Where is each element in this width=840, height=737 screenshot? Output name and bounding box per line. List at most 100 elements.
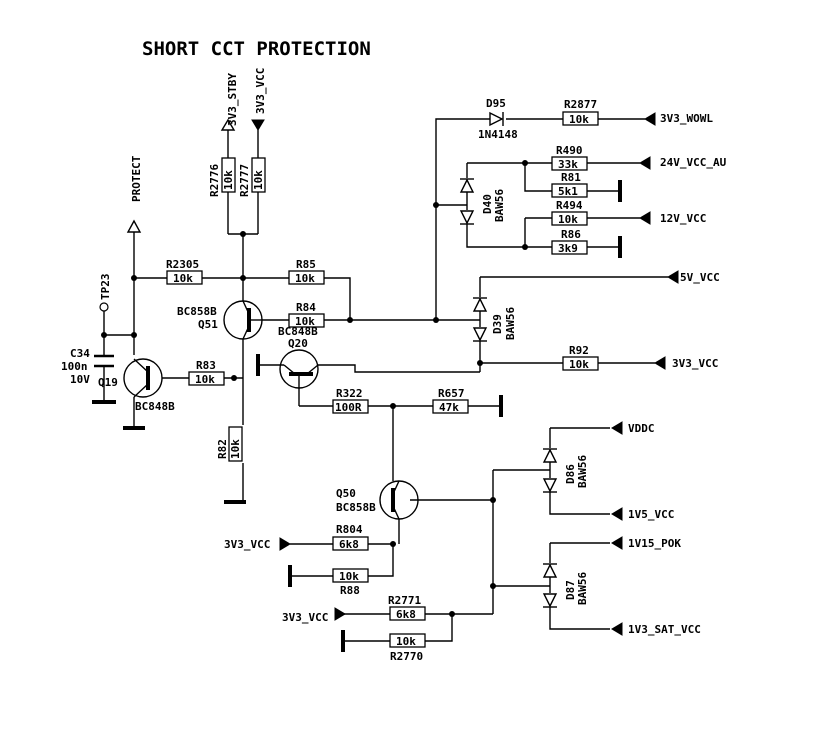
input-3v3-wowl: 3V3_WOWL [644,112,713,126]
input-vddc: VDDC [611,421,655,435]
svg-text:1V5_VCC: 1V5_VCC [628,508,674,521]
svg-text:R494: R494 [556,199,583,212]
resistor-r322: 100R R322 [332,387,369,414]
svg-text:3V3_VCC: 3V3_VCC [672,357,718,370]
resistor-r2771: 6k8 R2771 [388,594,426,621]
svg-text:PROTECT: PROTECT [130,155,143,202]
svg-text:3V3_STBY: 3V3_STBY [226,73,239,126]
svg-text:R2770: R2770 [390,650,423,663]
transistor-q50: Q50 BC858B [336,480,493,544]
svg-text:R88: R88 [340,584,360,597]
svg-text:R82: R82 [216,439,229,459]
transistor-q51: BC858B Q51 [177,300,263,340]
capacitor-c34: C34 100n 10V [61,347,114,386]
svg-text:R86: R86 [561,228,581,241]
svg-text:D86: D86 [564,464,577,484]
resistor-r84: 10k R84 [288,301,325,328]
svg-text:R2771: R2771 [388,594,421,607]
resistor-r81: 5k1 R81 [551,171,588,198]
svg-text:C34: C34 [70,347,90,360]
svg-text:5k1: 5k1 [558,185,578,198]
svg-text:TP23: TP23 [99,274,112,301]
svg-text:Q51: Q51 [198,318,218,331]
svg-text:33k: 33k [558,158,578,171]
svg-text:6k8: 6k8 [396,608,416,621]
resistor-r85: 10k R85 [288,258,325,285]
svg-text:R2305: R2305 [166,258,199,271]
svg-text:D40: D40 [481,194,494,214]
diode-d87: D87 BAW56 [542,542,610,630]
svg-text:3V3_VCC: 3V3_VCC [282,611,328,624]
svg-text:1N4148: 1N4148 [478,128,518,141]
svg-text:D39: D39 [491,314,504,334]
svg-text:Q50: Q50 [336,487,356,500]
resistor-r494: 10k R494 [551,199,588,226]
input-1v3-sat-vcc: 1V3_SAT_VCC [611,622,701,636]
svg-text:D87: D87 [564,580,577,600]
resistor-r804: 6k8 R804 [332,523,369,551]
svg-text:10k: 10k [229,439,242,459]
svg-text:R657: R657 [438,387,465,400]
resistor-r92: 10k R92 [562,344,599,371]
svg-text:BAW56: BAW56 [576,572,589,605]
svg-text:1V15_POK: 1V15_POK [628,537,681,550]
svg-text:3V3_VCC: 3V3_VCC [224,538,270,551]
resistor-r657: 47k R657 [432,387,469,414]
input-3v3-vcc-r92: 3V3_VCC [654,356,718,370]
svg-text:100R: 100R [335,401,362,414]
resistor-r2776: 10k R2776 [208,157,236,197]
svg-text:VDDC: VDDC [628,422,655,435]
svg-text:10k: 10k [222,170,235,190]
svg-text:10k: 10k [339,570,359,583]
svg-text:10k: 10k [558,213,578,226]
supply-3v3-stby: 3V3_STBY [220,73,239,131]
svg-text:1V3_SAT_VCC: 1V3_SAT_VCC [628,623,701,636]
svg-text:6k8: 6k8 [339,538,359,551]
resistor-r86: 3k9 R86 [551,228,588,255]
svg-text:10k: 10k [173,272,193,285]
input-3v3-vcc-r804: 3V3_VCC [224,537,291,551]
input-1v5-vcc: 1V5_VCC [611,507,674,521]
svg-text:R85: R85 [296,258,316,271]
svg-text:24V_VCC_AU: 24V_VCC_AU [660,156,727,169]
svg-text:10V: 10V [70,373,90,386]
svg-text:BAW56: BAW56 [504,307,517,340]
svg-text:R322: R322 [336,387,363,400]
resistor-r88: 10k R88 [332,568,369,597]
resistor-r2877: 10k R2877 [562,98,599,126]
svg-text:R2877: R2877 [564,98,597,111]
svg-text:47k: 47k [439,401,459,414]
svg-text:10k: 10k [569,113,589,126]
resistor-r2770: 10k R2770 [389,633,426,663]
svg-text:BC858B: BC858B [336,501,376,514]
svg-text:R2777: R2777 [238,164,251,197]
svg-text:R804: R804 [336,523,363,536]
svg-text:R2776: R2776 [208,164,221,197]
svg-text:10k: 10k [396,635,416,648]
diode-d39: D39 BAW56 [472,276,668,372]
svg-text:D95: D95 [486,97,506,110]
svg-text:10k: 10k [252,170,265,190]
svg-text:Q19: Q19 [98,376,118,389]
resistor-r83: 10k R83 [188,359,225,386]
resistor-r2777: 10k R2777 [238,157,266,197]
svg-text:BC848B: BC848B [135,400,175,413]
svg-text:3V3_VCC: 3V3_VCC [254,68,267,114]
input-1v15-pok: 1V15_POK [611,536,681,550]
svg-text:R490: R490 [556,144,583,157]
resistor-r82: 10k R82 [216,426,243,462]
svg-text:100n: 100n [61,360,88,373]
svg-text:3k9: 3k9 [558,242,578,255]
svg-text:10k: 10k [195,373,215,386]
resistor-r490: 33k R490 [551,144,588,171]
input-12v-vcc: 12V_VCC [639,211,706,225]
svg-text:BAW56: BAW56 [493,189,506,222]
supply-3v3-vcc-top: 3V3_VCC [251,68,267,131]
svg-text:BC848B: BC848B [278,325,318,338]
diode-d86: D86 BAW56 [542,427,610,515]
svg-text:R81: R81 [561,171,581,184]
svg-text:5V_VCC: 5V_VCC [680,271,720,284]
input-3v3-vcc-r2771: 3V3_VCC [282,607,346,624]
svg-text:Q20: Q20 [288,337,308,350]
